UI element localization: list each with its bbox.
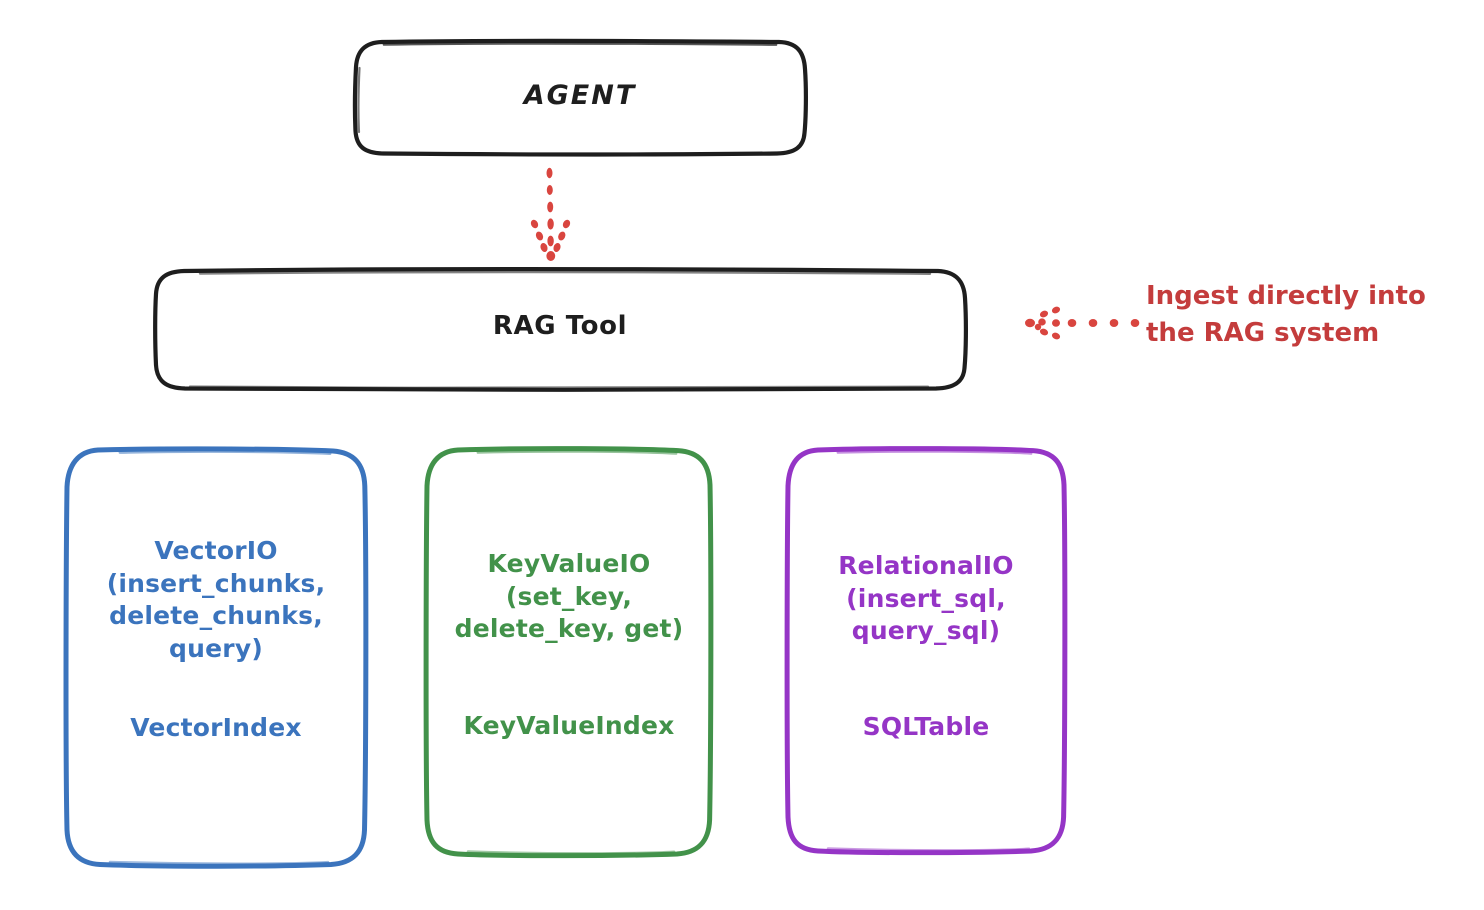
- relational-io-box-outline: [784, 446, 1068, 856]
- vector-io-box-outline: [63, 446, 369, 869]
- agent-box-outline: [352, 38, 809, 157]
- rag-tool-box-sketch-overlay: [198, 270, 932, 275]
- vector-io-index-label: VectorIndex: [130, 713, 302, 742]
- key-value-io-node[interactable]: [423, 446, 714, 859]
- key-value-io-index-label: KeyValueIndex: [463, 711, 675, 740]
- vector-io-box-sketch-overlay-2: [108, 860, 330, 866]
- rag-tool-box-outline: [153, 267, 969, 392]
- agent-to-rag-connector: [530, 167, 571, 261]
- agent-node-label: AGENT: [523, 80, 637, 111]
- relational-io-box-sketch-overlay: [836, 449, 1033, 455]
- relational-io-box-sketch-overlay-2: [826, 847, 1031, 852]
- key-value-io-box-sketch-overlay: [476, 449, 678, 455]
- agent-box-sketch-overlay-2: [357, 66, 361, 134]
- vector-io-node[interactable]: [63, 446, 369, 869]
- relational-io-title: RelationalIO (insert_sql, query_sql): [838, 551, 1014, 645]
- ingest-connector: [1025, 306, 1140, 340]
- rag-tool-box-sketch-overlay-2: [188, 385, 930, 390]
- rag-tool-node-label: RAG Tool: [492, 311, 628, 341]
- agent-box-sketch-overlay: [382, 42, 778, 46]
- key-value-io-title: KeyValueIO (set_key, delete_key, get): [454, 549, 684, 643]
- vector-io-title: VectorIO (insert_chunks, delete_chunks, …: [106, 536, 326, 663]
- key-value-io-box-sketch-overlay-2: [466, 850, 676, 855]
- relational-io-node[interactable]: [784, 446, 1068, 856]
- vector-io-box-sketch-overlay: [118, 450, 332, 455]
- relational-io-index-label: SQLTable: [862, 712, 990, 741]
- key-value-io-box-outline: [423, 446, 714, 859]
- ingest-annotation-text: Ingest directly into the RAG system: [1146, 281, 1426, 348]
- rag-tool-node[interactable]: [153, 267, 969, 392]
- agent-node[interactable]: [352, 38, 809, 157]
